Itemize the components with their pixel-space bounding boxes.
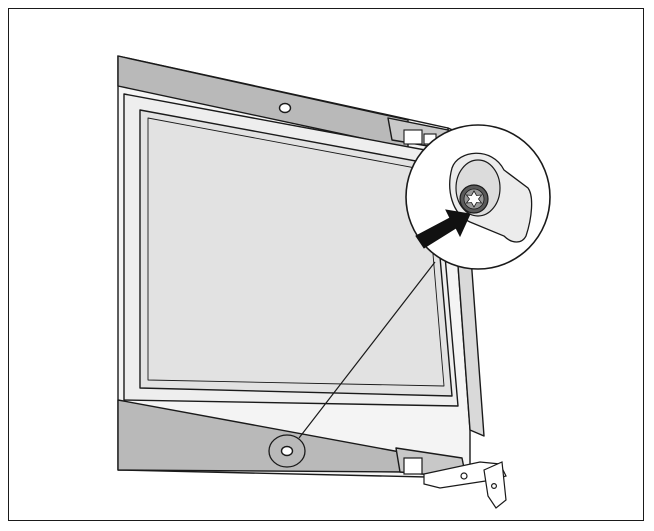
callout-leader-line — [298, 261, 436, 439]
glass-panel — [139, 109, 453, 397]
bottom-hinge-rivet — [460, 472, 468, 480]
oven-door-icon — [117, 55, 485, 479]
bottom-hinge-block — [403, 457, 423, 475]
magnified-callout — [405, 124, 551, 270]
top-hinge-block — [403, 129, 423, 145]
push-arrow-icon — [415, 209, 471, 249]
torx-screw-icon — [459, 184, 489, 214]
glass-inner-line — [147, 117, 445, 387]
top-strip-hole — [278, 102, 292, 114]
bottom-strip-hole — [280, 445, 294, 457]
callout-small-circle — [268, 434, 306, 468]
bottom-hinge-pin — [491, 483, 498, 490]
hinge-icon — [403, 457, 507, 509]
